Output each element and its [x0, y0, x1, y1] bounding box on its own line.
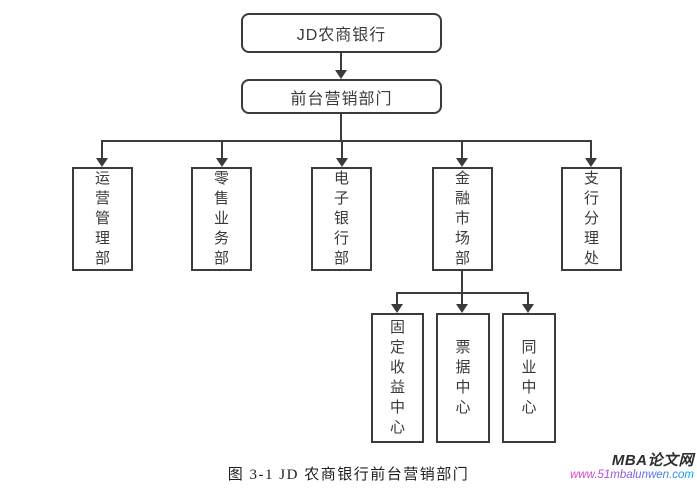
watermark-site-url[interactable]: www.51mbalunwen.com	[569, 469, 694, 482]
arrow-down-icon	[456, 158, 468, 167]
watermark-site-name: MBA论文网	[611, 452, 694, 469]
node-front-office-label: 前台营销部门	[290, 90, 393, 108]
node-interbank-center: 同业中心	[502, 313, 556, 443]
connector-root-to-front	[340, 53, 342, 70]
node-fixed-income-center-label: 固定收益中心	[390, 319, 406, 436]
connector-drop-center-2	[461, 294, 463, 304]
node-operations-dept: 运营管理部	[72, 167, 133, 271]
arrow-down-icon	[456, 304, 468, 313]
node-branch-office: 支行分理处	[561, 167, 622, 271]
connector-drop-center-1	[396, 294, 398, 304]
arrow-down-icon	[216, 158, 228, 167]
arrow-down-icon	[96, 158, 108, 167]
node-front-office: 前台营销部门	[241, 79, 442, 114]
node-branch-office-label: 支行分理处	[584, 170, 600, 267]
connector-drop-5	[590, 142, 592, 158]
node-operations-dept-label: 运营管理部	[95, 170, 111, 267]
node-jd-bank-label: JD农商银行	[296, 27, 387, 44]
watermark: MBA论文网 www.51mbalunwen.com	[570, 452, 694, 482]
node-fixed-income-center: 固定收益中心	[371, 313, 424, 443]
connector-drop-4	[461, 142, 463, 158]
node-bills-center-label: 票据中心	[455, 339, 471, 416]
connector-finmkt-to-bus	[461, 271, 463, 292]
node-financial-markets-dept-label: 金融市场部	[455, 170, 471, 267]
figure-caption: 图 3-1 JD 农商银行前台营销部门	[227, 467, 470, 483]
arrow-down-icon	[522, 304, 534, 313]
connector-drop-2	[221, 142, 223, 158]
connector-front-to-bus	[340, 114, 342, 140]
connector-centers-bus	[396, 292, 529, 294]
node-interbank-center-label: 同业中心	[521, 339, 537, 416]
node-bills-center: 票据中心	[436, 313, 490, 443]
node-retail-dept: 零售业务部	[191, 167, 252, 271]
node-ebanking-dept-label: 电子银行部	[334, 170, 350, 267]
connector-drop-center-3	[527, 294, 529, 304]
connector-departments-bus	[101, 140, 592, 142]
arrow-down-icon	[336, 158, 348, 167]
arrow-down-icon	[335, 70, 347, 79]
node-ebanking-dept: 电子银行部	[311, 167, 372, 271]
arrow-down-icon	[585, 158, 597, 167]
node-jd-bank: JD农商银行	[241, 13, 442, 53]
node-retail-dept-label: 零售业务部	[214, 170, 230, 267]
node-financial-markets-dept: 金融市场部	[432, 167, 493, 271]
connector-drop-1	[101, 142, 103, 158]
arrow-down-icon	[391, 304, 403, 313]
connector-drop-3	[341, 142, 343, 158]
